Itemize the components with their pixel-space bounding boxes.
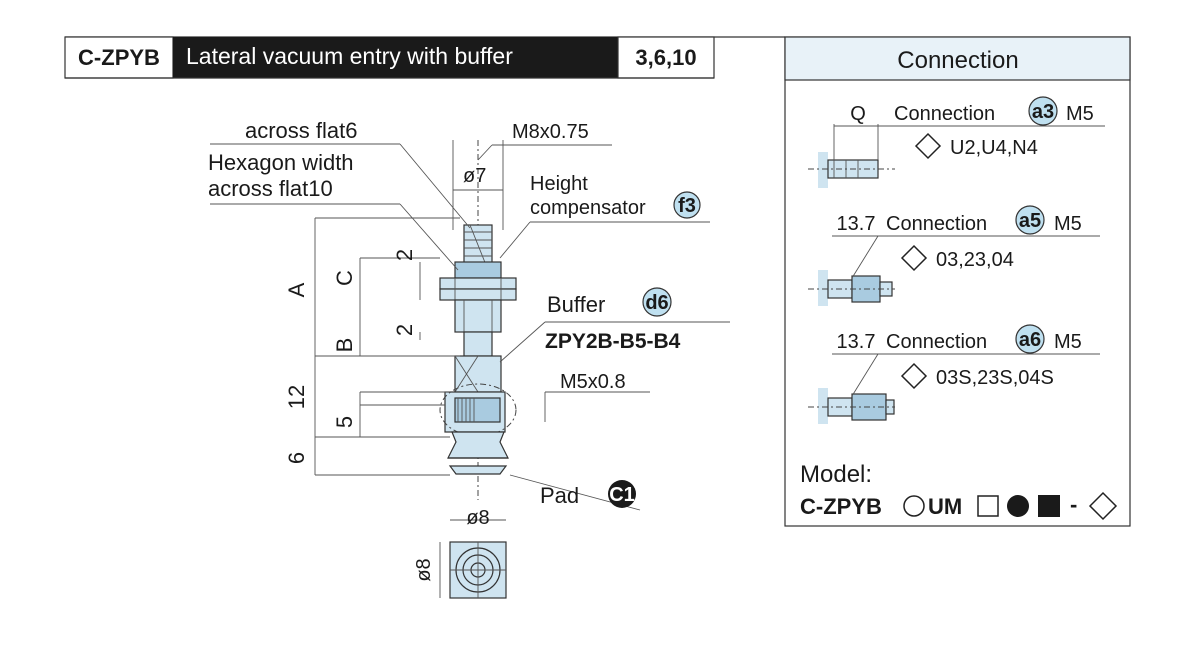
svg-text:M5: M5 [1054, 213, 1082, 235]
lock-nut [439, 277, 517, 290]
model-um: UM [928, 494, 962, 519]
title-text: Lateral vacuum entry with buffer [186, 43, 513, 69]
connection-dim-13-7-b: 13.7 [837, 331, 876, 353]
title-box [173, 37, 618, 78]
svg-text:a3: a3 [1032, 101, 1054, 123]
connection-title-bar [784, 36, 1131, 81]
svg-text:a5: a5 [1019, 210, 1041, 232]
connection-codes-a3: U2,U4,N4 [950, 137, 1038, 159]
adapter-body [454, 299, 502, 333]
dim-6: 6 [284, 452, 309, 464]
connection-panel: Connection Q Connection a3 M5 U2,U4,N4 [784, 36, 1131, 527]
hex-nut-upper [454, 261, 502, 279]
square-outline-icon [977, 495, 999, 517]
connection-label-a6: Connection [886, 331, 987, 353]
label-height-1: Height [530, 173, 588, 195]
dim-5: 5 [332, 416, 357, 428]
badge-a5 [1015, 205, 1045, 235]
square-filled-icon [1038, 495, 1060, 517]
connection-item-a6: 13.7 Connection a6 M5 03S,23S,04S [808, 324, 1100, 424]
connection-codes-a5: 03,23,04 [936, 249, 1014, 271]
model-dash: - [1070, 492, 1077, 517]
dim-2-upper: 2 [392, 249, 417, 261]
label-across-flat6: across flat6 [245, 118, 358, 143]
label-dia-bottom-h: ø8 [466, 507, 489, 529]
diamond-icon [1088, 491, 1118, 521]
label-pad: Pad [540, 483, 579, 508]
svg-text:f3: f3 [678, 195, 696, 217]
circle-outline-icon [903, 495, 925, 517]
sizes-text: 3,6,10 [635, 45, 696, 70]
label-hexagon-width-2: across flat10 [208, 176, 333, 201]
model-code: C-ZPYB [78, 45, 160, 70]
label-buffer: Buffer [547, 292, 605, 317]
main-drawing: across flat6 Hexagon width across flat10… [208, 118, 730, 599]
buffer-badge [642, 287, 672, 317]
label-hexagon-width-1: Hexagon width [208, 150, 354, 175]
dim-C: C [332, 270, 357, 286]
svg-text:a6: a6 [1019, 329, 1041, 351]
connection-codes-a6: 03S,23S,04S [936, 367, 1054, 389]
label-dia-bottom-v: ø8 [413, 558, 435, 581]
label-height-2: compensator [530, 197, 646, 219]
badge-a6 [1015, 324, 1045, 354]
connection-item-a3: Q Connection a3 M5 U2,U4,N4 [808, 96, 1105, 188]
model-label: Model: [800, 461, 872, 488]
svg-text:M5: M5 [1066, 103, 1094, 125]
diamond-icon [900, 244, 928, 272]
height-comp-badge [673, 191, 701, 219]
diamond-icon [900, 362, 928, 390]
pad-badge [608, 480, 636, 508]
port-highlight [439, 383, 517, 437]
header-bar: C-ZPYB Lateral vacuum entry with buffer … [64, 36, 785, 79]
circle-filled-icon [1007, 495, 1029, 517]
connection-item-a5: 13.7 Connection a5 M5 03,23,04 [808, 205, 1100, 306]
connection-label-a3: Connection [894, 103, 995, 125]
svg-text:C1: C1 [609, 484, 635, 506]
connection-label-a5: Connection [886, 213, 987, 235]
pad [447, 431, 509, 459]
dim-12: 12 [284, 385, 309, 409]
connection-dim-13-7-a: 13.7 [837, 213, 876, 235]
label-buffer-part: ZPY2B-B5-B4 [545, 330, 681, 353]
dim-B: B [332, 338, 357, 353]
svg-text:d6: d6 [645, 292, 668, 314]
model-prefix: C-ZPYB [800, 494, 882, 519]
diamond-icon [914, 132, 942, 160]
dim-A: A [284, 282, 309, 297]
svg-text:M5: M5 [1054, 331, 1082, 353]
connection-title: Connection [897, 47, 1018, 74]
connection-dim-q: Q [850, 103, 866, 125]
label-dia-top: ø7 [463, 165, 486, 187]
label-thread-side: M5x0.8 [560, 371, 626, 393]
label-thread-top: M8x0.75 [512, 121, 589, 143]
badge-a3 [1028, 96, 1058, 126]
dim-2-lower: 2 [392, 324, 417, 336]
